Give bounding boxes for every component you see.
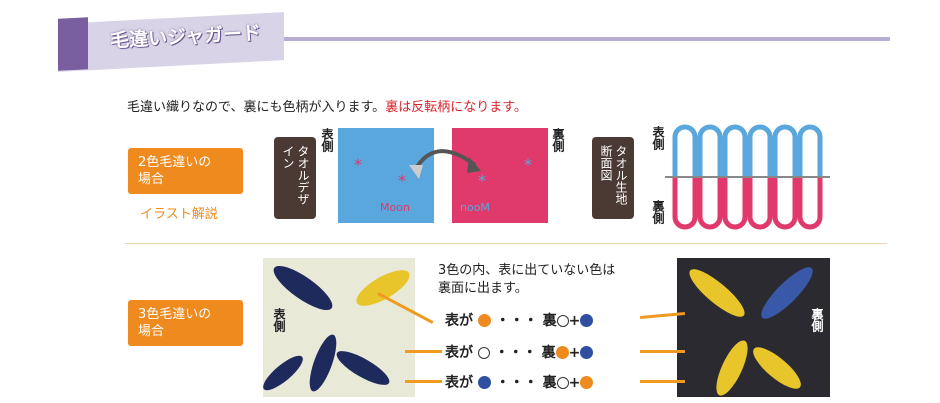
moon-back-icon: ** <box>478 142 536 208</box>
leader-line <box>405 380 442 383</box>
leader-line <box>640 350 685 353</box>
color-row: 表が ・・・ 裏+ <box>445 372 594 392</box>
svg-text:*: * <box>524 155 532 174</box>
label-line: 場合 <box>138 324 165 339</box>
intro-text: 毛違い織りなので、裏にも色柄が入ります。裏は反転柄になります。 <box>127 96 527 115</box>
svg-text:*: * <box>354 155 362 174</box>
note-line: 3色の内、表に出ていない色は <box>438 263 616 278</box>
cross-section-label: タオル生地断面図 <box>592 137 634 219</box>
label-line: 3色毛違いの <box>138 307 212 322</box>
back-design-image: ** nooM <box>452 128 548 223</box>
back-towel-photo: 裏側 <box>677 258 830 397</box>
svg-text:*: * <box>398 171 406 190</box>
navy-dot-icon <box>477 376 491 389</box>
white-dot-icon <box>556 377 569 389</box>
svg-text:*: * <box>478 171 486 190</box>
navy-dot-icon <box>580 314 594 327</box>
petal-pattern-front <box>263 265 410 392</box>
front-side-label-2: 表側 <box>651 126 665 150</box>
intro-main: 毛違い織りなので、裏にも色柄が入ります。 <box>127 100 386 115</box>
white-dot-icon <box>556 315 569 327</box>
white-dot-icon <box>477 347 490 359</box>
orange-dot-icon <box>477 314 491 327</box>
three-color-label: 3色毛違いの場合 <box>128 300 243 346</box>
front-towel-photo: 表側 <box>263 258 415 397</box>
leader-line <box>405 350 442 353</box>
cross-section-diagram <box>665 124 830 230</box>
illustration-caption: イラスト解説 <box>140 207 218 222</box>
color-row: 表が ・・・ 裏+ <box>445 310 594 330</box>
towel-design-label: タオルデザイン <box>274 137 316 219</box>
flip-arrow-icon <box>409 149 481 179</box>
header-rule <box>284 37 890 41</box>
note-line: 裏面に出ます。 <box>438 281 528 296</box>
orange-dot-icon <box>555 346 569 359</box>
back-side-label-3: 裏側 <box>810 308 824 332</box>
front-side-label: 表側 <box>320 128 334 152</box>
petal-pattern-back <box>689 267 813 396</box>
label-line: 2色毛違いの <box>138 155 212 170</box>
back-side-label: 裏側 <box>551 128 565 152</box>
back-text: nooM <box>460 201 490 214</box>
three-color-note: 3色の内、表に出ていない色は裏面に出ます。 <box>438 262 615 298</box>
moon-front-icon: ** <box>350 142 406 208</box>
back-side-label-2: 裏側 <box>651 200 665 224</box>
leader-line <box>640 380 685 383</box>
header-tab-accent <box>58 17 88 71</box>
front-text: Moon <box>380 201 410 214</box>
section-divider <box>125 243 887 244</box>
orange-dot-icon <box>580 376 594 389</box>
navy-dot-icon <box>580 346 594 359</box>
front-side-label-3: 表側 <box>272 308 286 332</box>
two-color-label: 2色毛違いの場合 <box>128 148 243 194</box>
color-row: 表が ・・・ 裏+ <box>445 342 594 362</box>
label-line: 場合 <box>138 172 165 187</box>
intro-highlight: 裏は反転柄になります。 <box>385 100 527 115</box>
